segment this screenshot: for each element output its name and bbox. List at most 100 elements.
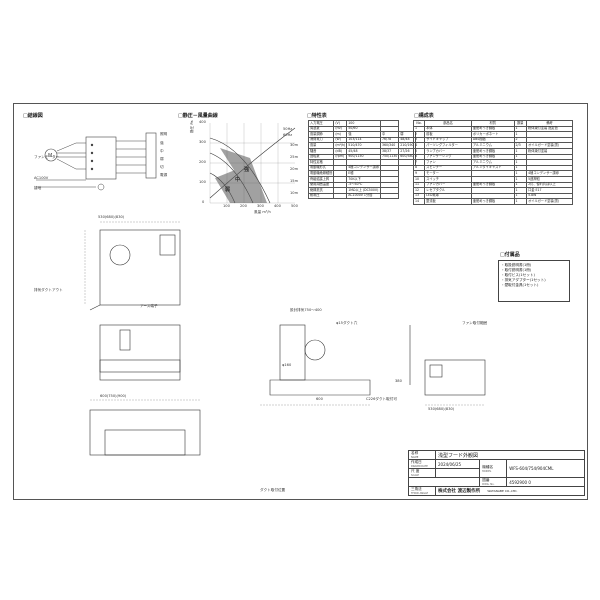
specs-cell	[333, 192, 348, 200]
label-fan-range: ファン取付範囲	[462, 321, 488, 325]
dim-front-top-width: 530(680)(830)	[98, 215, 125, 219]
curve-label-60hz: 60Hz	[283, 133, 293, 137]
label-intake: 排気ダクトアウト	[34, 288, 63, 292]
title-model-label: 機種名	[482, 464, 494, 469]
curve-label-20m: 20m	[290, 167, 299, 171]
curve-label-25m: 25m	[290, 155, 299, 159]
title-date: 2024/06/25	[434, 459, 481, 469]
title-name-label-sub: NAME	[411, 456, 419, 459]
static-pressure-chart	[209, 123, 296, 204]
title-company-en: WATANABE CO.,LTD.	[487, 489, 518, 493]
dim-grease: φ160	[282, 363, 292, 367]
title-scale-label-sub: SCALE	[411, 474, 420, 477]
label-duct-position: ダクト取付位置	[260, 488, 286, 492]
parts-section-title: □構成表	[414, 113, 434, 119]
curve-x-tick-200: 200	[240, 204, 247, 208]
title-company: 株式会社 渡辺製作所	[438, 489, 481, 494]
title-dwg-label: 図番	[482, 478, 490, 482]
label-design-exhaust: 設計排気750～400	[290, 308, 322, 312]
static-curve-section-title: □静圧－風量曲線	[178, 113, 218, 119]
svg-text:M: M	[48, 153, 52, 159]
specs-section-title: □特性表	[307, 113, 327, 119]
accessory-item: ・排気アダプター(1セット)	[501, 278, 546, 282]
wiring-label-power: 電源	[160, 173, 168, 177]
title-third-angle-sub: THIRD ANGLE	[411, 492, 429, 495]
label-earth-terminal: アース端子	[140, 304, 158, 308]
specs-row: 耐電圧 AC1000V 1分間	[307, 192, 416, 200]
accessories-section-title: □付属品	[500, 252, 520, 258]
curve-x-tick-400: 400	[274, 204, 281, 208]
curve-y-tick-100: 100	[199, 180, 206, 184]
curve-y-tick-400: 400	[199, 120, 206, 124]
wiring-label-light: 照明	[160, 132, 168, 136]
title-model: WFS-604/754/904CML	[506, 459, 585, 478]
accessory-item: ・取付ビス(1セット)	[501, 273, 535, 277]
curve-label-10m: 10m	[290, 191, 299, 195]
title-third-angle: 三角法	[411, 487, 422, 491]
title-scale-label: 尺 度	[411, 469, 420, 473]
curve-y-tick-0: 0	[202, 200, 205, 204]
curve-label-15m: 15m	[290, 179, 299, 183]
curve-x-tick-500: 500	[291, 204, 298, 208]
title-date-label: 作成日	[411, 460, 422, 464]
accessories-box: ・取扱説明書(1冊) ・取付説明書(1冊) ・取付ビス(1セット) ・排気アダプ…	[498, 260, 570, 302]
title-dwg-no: 4592900 0	[506, 477, 585, 487]
specs-cell	[379, 120, 400, 127]
title-dwg-label-sub: DWG. No.	[482, 483, 495, 486]
curve-y-label: 静圧 Pa	[190, 120, 194, 133]
wiring-label-strong: 強	[160, 141, 164, 145]
parts-header-cell: 部品名	[424, 120, 472, 127]
side-elevation-drawing	[260, 324, 486, 406]
dim-front-bottom-width: 600(750)(900)	[100, 394, 127, 398]
title-name: 浅型フード外観図	[435, 450, 585, 460]
specs-row: 入力電圧(V)100	[307, 120, 416, 127]
parts-cell: 亜鉛めっき鋼板	[470, 198, 515, 205]
title-scale	[434, 468, 481, 478]
label-duct-note: C226ダクト取付可	[366, 397, 397, 401]
curve-label-strong: 強	[244, 167, 250, 173]
parts-cell: 14	[412, 198, 426, 205]
curve-y-tick-200: 200	[199, 160, 206, 164]
wiring-section-title: □結線図	[23, 113, 43, 119]
curve-x-label: 風量 m³/h	[254, 210, 271, 214]
wiring-label-ground: 接地	[34, 186, 42, 190]
wiring-label-weak: 弱	[160, 157, 164, 161]
parts-header-cell: 備考	[526, 120, 573, 127]
drawing-frame	[13, 103, 588, 500]
wiring-diagram: M	[36, 132, 157, 191]
title-model-label-sub: MODEL	[482, 469, 492, 473]
dim-side-depth: 600	[316, 397, 323, 401]
title-date-label-sub: DRAWN DATE	[411, 465, 428, 468]
specs-cell: 入力電圧	[307, 120, 335, 127]
specs-cell: 耐電圧	[307, 192, 335, 200]
curve-x-tick-300: 300	[257, 204, 264, 208]
curve-y-tick-300: 300	[199, 140, 206, 144]
accessory-item: ・取扱説明書(1冊)	[501, 263, 532, 267]
dim-side-depth2: 380	[395, 379, 402, 383]
curve-label-medium: 中	[235, 177, 241, 183]
parts-header-cell: 材質	[470, 120, 515, 127]
dim-side-width: 530(680)(830)	[428, 407, 455, 411]
parts-cell: 整流板	[424, 198, 472, 205]
curve-label-30m: 30m	[290, 143, 299, 147]
title-name-label: 名称	[411, 451, 419, 455]
curve-label-50hz: 50Hz	[283, 127, 293, 131]
curve-label-weak: 弱	[225, 187, 231, 193]
parts-cell: オイルガード塗装(黒)	[526, 198, 573, 205]
specs-cell	[379, 192, 400, 200]
front-elevation-drawing	[84, 221, 201, 456]
accessory-item: ・取付説明書(1冊)	[501, 268, 532, 272]
wiring-label-medium: 中	[160, 149, 164, 153]
wiring-label-off: 切	[160, 165, 164, 169]
accessory-item: ・壁取付金具(1セット)	[501, 283, 539, 287]
specs-cell: AC1000V 1分間	[346, 192, 381, 200]
parts-cell: 1	[513, 198, 528, 205]
specs-cell: (V)	[333, 120, 348, 127]
label-duct-hole: φ15ダクト穴	[336, 321, 358, 325]
